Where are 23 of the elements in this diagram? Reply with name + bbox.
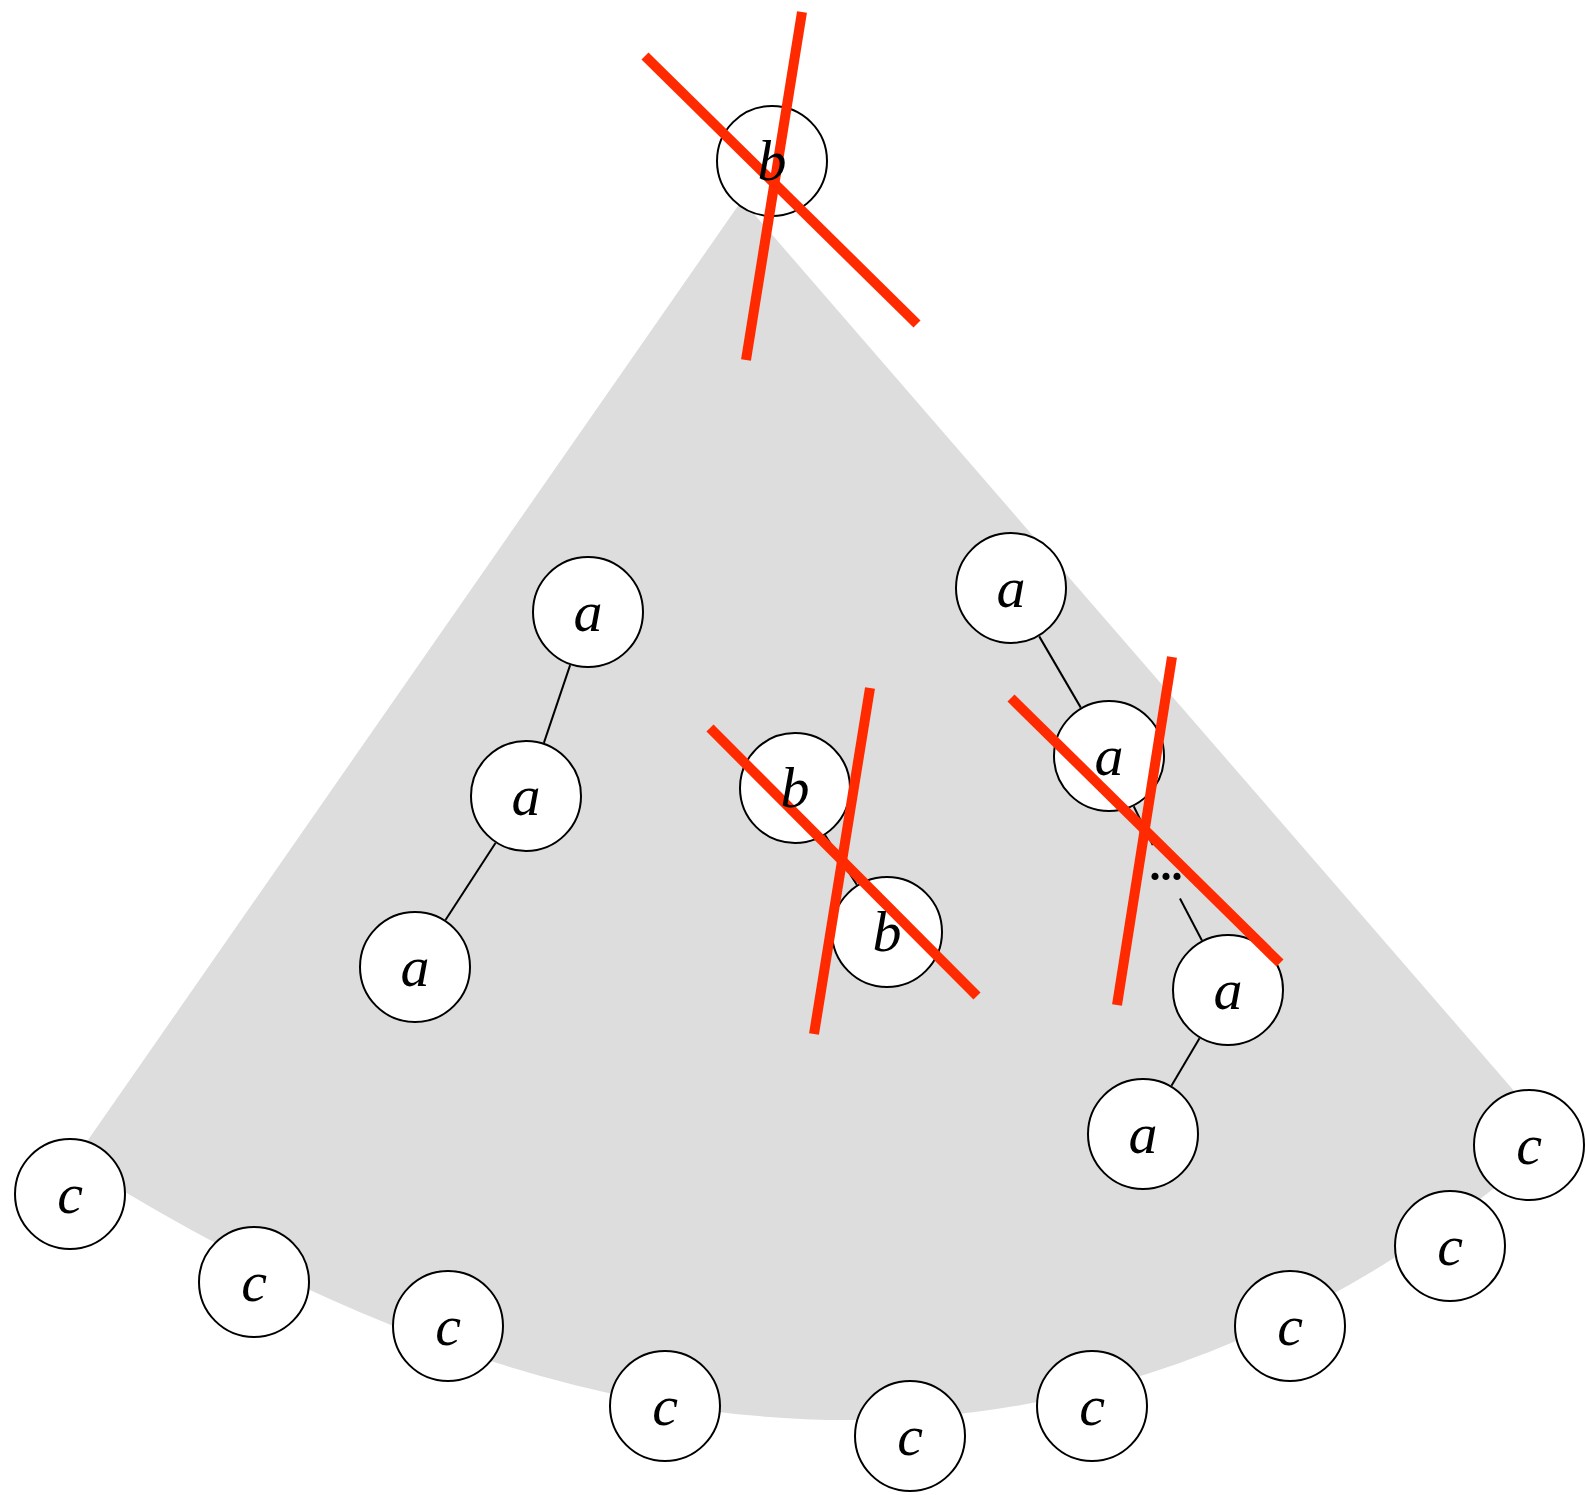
node-letter: a [511,767,541,825]
node-letter: b [872,903,902,961]
node-letter: c [57,1165,83,1223]
node-letter: a [400,938,430,996]
node-letter: a [996,559,1026,617]
node-letter: a [1128,1105,1158,1163]
connector-line [444,841,497,922]
node-letter: c [435,1297,461,1355]
node-letter: c [1516,1116,1542,1174]
connector-line [1178,897,1203,942]
node-letter: c [241,1253,267,1311]
node-letter: c [1277,1297,1303,1355]
connector-line [1038,635,1082,709]
ellipsis-text: ... [1136,846,1196,886]
node-letter: c [652,1377,678,1435]
node-letter: c [897,1407,923,1465]
node-letter: a [1213,961,1243,1019]
node-letter: b [780,759,810,817]
node-letter: c [1437,1217,1463,1275]
node-letter: c [1079,1377,1105,1435]
connector-line [1170,1037,1201,1087]
node-letter: a [1094,727,1124,785]
node-letter: a [573,583,603,641]
